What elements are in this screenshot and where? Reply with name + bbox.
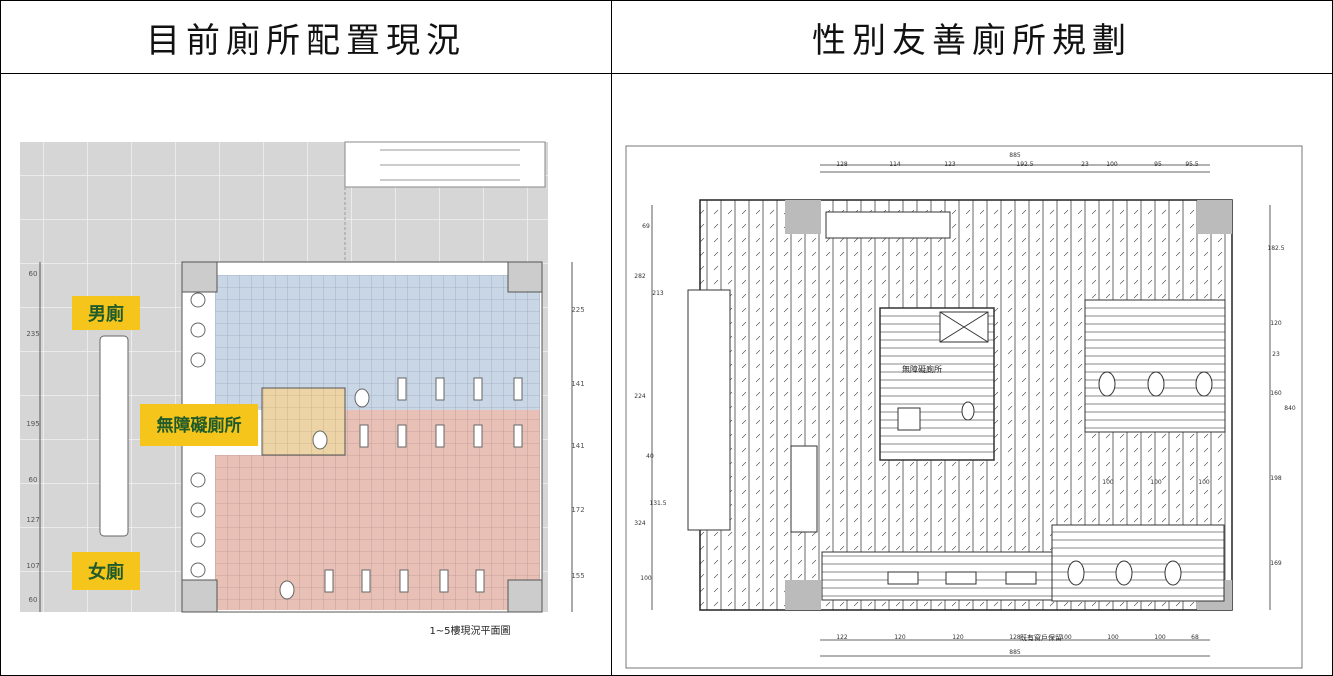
mens-restroom-label: 男廁 (88, 303, 124, 325)
stall-width: 100 (1150, 479, 1162, 486)
existing-window-label: 既有窗戶保留 (1020, 633, 1062, 642)
dim-left: 69 (642, 223, 650, 230)
column-divider (611, 1, 612, 675)
dim-bottom: 120 (894, 634, 906, 641)
dim-bottom: 128 (1009, 634, 1021, 641)
dim-left: 235 (26, 330, 39, 338)
dim-top: 23 (1081, 161, 1089, 168)
dim-left: 60 (29, 596, 38, 604)
dim-right: 160 (1270, 390, 1282, 397)
dim-right: 141 (571, 380, 584, 388)
dim-right: 225 (571, 306, 584, 314)
dim-left: 224 (634, 393, 646, 400)
header-divider (1, 73, 1332, 74)
dim-left: 107 (26, 562, 39, 570)
dim-left: 100 (640, 575, 652, 582)
plan-caption: 1~5樓現況平面圖 (429, 624, 510, 637)
header-current-layout: 目前廁所配置現況 (146, 20, 466, 61)
dim-right: 198 (1270, 475, 1282, 482)
stall-width: 100 (1102, 479, 1114, 486)
womens-restroom-label: 女廁 (88, 561, 124, 583)
current-floor-plan: 男廁 無障礙廁所 女廁 60 235 195 60 127 107 60 225… (20, 141, 585, 637)
dim-bottom: 100 (1154, 634, 1166, 641)
dim-top: 95 (1154, 161, 1162, 168)
dim-right: 141 (571, 442, 584, 450)
dim-top: 192.5 (1016, 161, 1033, 168)
dim-left: 127 (26, 516, 39, 524)
stall-width: 100 (1198, 479, 1210, 486)
accessible-restroom-label: 無障礙廁所 (902, 364, 942, 374)
dim-bottom-total: 885 (1009, 649, 1021, 656)
dim-right: 23 (1272, 351, 1280, 358)
dim-top: 128 (836, 161, 848, 168)
dim-left: 324 (634, 520, 646, 527)
dim-bottom: 120 (952, 634, 964, 641)
dim-left: 40 (646, 453, 654, 460)
planned-floor-plan: 無障礙廁所 既有窗戶保留 885 128 114 123 192.5 23 10… (625, 145, 1303, 669)
dim-top: 100 (1106, 161, 1118, 168)
dim-right: 120 (1270, 320, 1282, 327)
dim-left: 60 (29, 270, 38, 278)
dim-bottom: 100 (1060, 634, 1072, 641)
dim-top: 95.5 (1185, 161, 1199, 168)
dim-right: 182.5 (1267, 245, 1284, 252)
dim-right: 172 (571, 506, 584, 514)
dim-right-total: 840 (1284, 405, 1296, 412)
dim-top: 114 (889, 161, 901, 168)
dim-bottom: 100 (1107, 634, 1119, 641)
dim-left: 213 (652, 290, 664, 297)
dim-top-total: 885 (1009, 152, 1021, 159)
dim-bottom: 68 (1191, 634, 1199, 641)
header-gender-friendly-plan: 性別友善廁所規劃 (812, 20, 1132, 61)
dim-right: 155 (571, 572, 584, 580)
dim-left: 282 (634, 273, 646, 280)
dim-left: 195 (26, 420, 39, 428)
dim-left: 60 (29, 476, 38, 484)
dim-right: 169 (1270, 560, 1282, 567)
dim-left: 131.5 (649, 500, 666, 507)
dim-top: 123 (944, 161, 956, 168)
accessible-restroom-label: 無障礙廁所 (157, 415, 242, 436)
dim-bottom: 122 (836, 634, 848, 641)
